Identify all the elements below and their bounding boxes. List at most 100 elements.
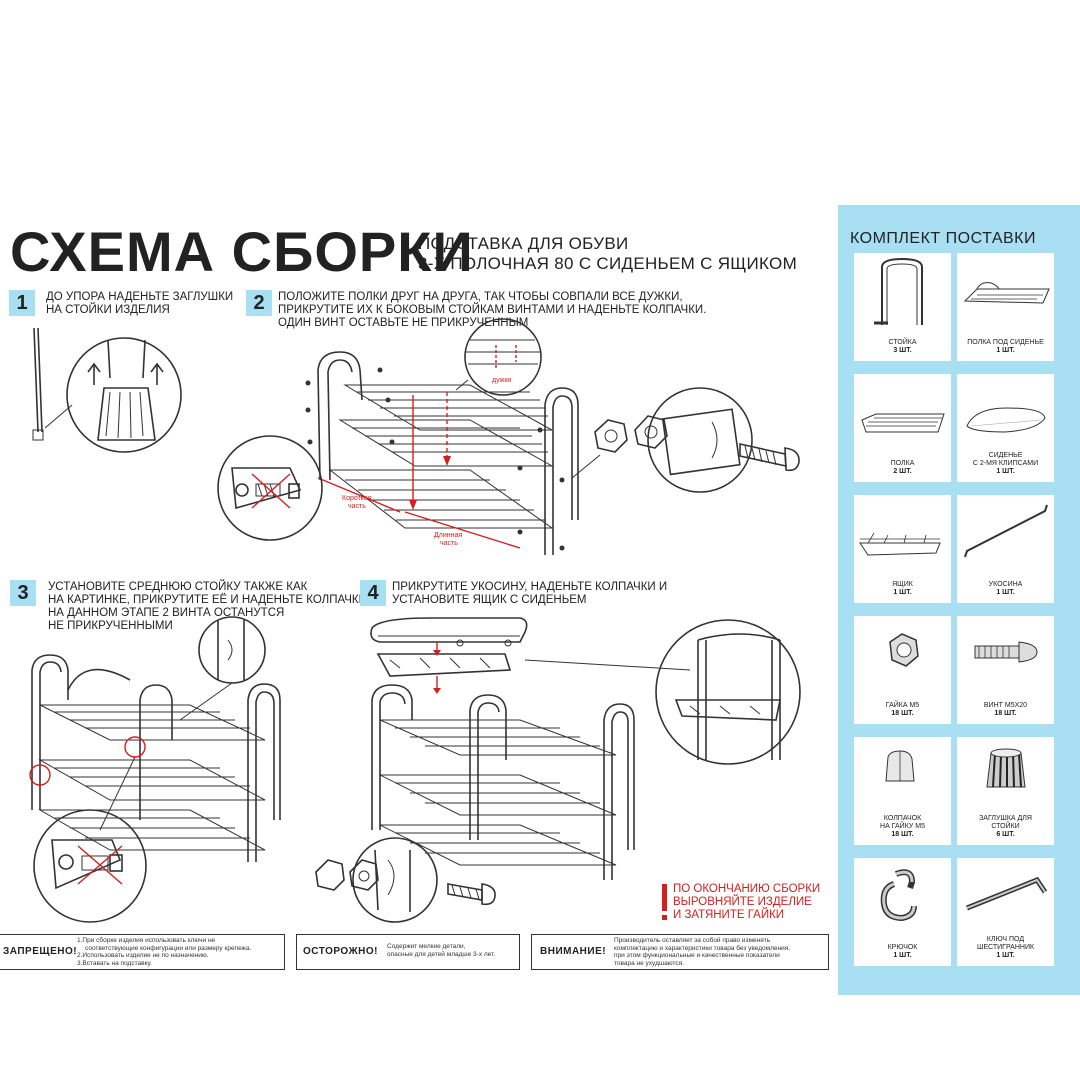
- cap-icon: [885, 750, 915, 782]
- step-4-number: 4: [360, 580, 386, 606]
- page-title: СХЕМА СБОРКИ: [10, 220, 474, 283]
- warning-caution-label: ОСТОРОЖНО!: [303, 946, 378, 957]
- kit-item-qty: 18 шт.: [994, 710, 1017, 717]
- kit-item-name: КРЮЧОК: [887, 944, 918, 951]
- kit-item-qty: 1 шт.: [996, 468, 1015, 475]
- step-1-number: 1: [9, 290, 35, 316]
- dujki-label: дужки: [492, 377, 511, 384]
- kit-item-name: СТОЙКИ: [991, 823, 1020, 830]
- seat-icon: [966, 407, 1046, 433]
- warning-line: соответствующие конфигурации или размеру…: [85, 944, 252, 952]
- nut-icon: [889, 633, 919, 667]
- step-2-text-line: ПРИКРУТИТЕ ИХ К БОКОВЫМ СТОЙКАМ ВИНТАМИ …: [278, 304, 707, 316]
- warning-line: Производитель оставляет за собой право и…: [614, 937, 771, 944]
- step-3-text-line: НА КАРТИНКЕ, ПРИКРУТИТЕ ЕЁ И НАДЕНЬТЕ КО…: [48, 594, 371, 606]
- warning-line: при этом функциональные и качественные п…: [614, 952, 780, 959]
- warning-line: 1.При сборке изделия использовать ключи …: [77, 937, 216, 944]
- warning-line: комплектацию и характеристики товара без…: [614, 944, 791, 952]
- warning-caution-text: Содержит мелкие детали, опасные для дете…: [387, 943, 495, 958]
- kit-item-name: ПОЛКА ПОД СИДЕНЬЕ: [967, 339, 1044, 346]
- final-note: ПО ОКОНЧАНИЮ СБОРКИ ВЫРОВНЯЙТЕ ИЗДЕЛИЕ И…: [673, 883, 820, 922]
- kit-item-name: ВИНТ М5х20: [983, 702, 1028, 709]
- step-4-text: ПРИКРУТИТЕ УКОСИНУ, НАДЕНЬТЕ КОЛПАЧКИ И …: [392, 581, 667, 607]
- long-part-label: Длинная: [434, 532, 462, 539]
- step-4-text-line: ПРИКРУТИТЕ УКОСИНУ, НАДЕНЬТЕ КОЛПАЧКИ И: [392, 581, 668, 593]
- kit-item-name: ЗАГЛУШКА ДЛЯ: [979, 815, 1032, 822]
- kit-item-name: ЯЩИК: [892, 581, 913, 588]
- kit-item-card: ВИНТ М5х2018 шт.: [957, 616, 1054, 724]
- kit-item-qty: 1 шт.: [996, 952, 1015, 959]
- kit-item-name: НА ГАЙКУ М5: [880, 823, 925, 830]
- kit-item-qty: 18 шт.: [891, 831, 914, 838]
- step-1-text: ДО УПОРА НАДЕНЬТЕ ЗАГЛУШКИ НА СТОЙКИ ИЗД…: [46, 291, 233, 317]
- step-3-text-line: НЕ ПРИКРУЧЕННЫМИ: [48, 620, 173, 632]
- product-subtitle: ПОДСТАВКА ДЛЯ ОБУВИ 3-Х ПОЛОЧНАЯ 80 С СИ…: [418, 234, 797, 274]
- leg-plug-icon: [986, 748, 1026, 788]
- step-3-text: УСТАНОВИТЕ СРЕДНЮЮ СТОЙКУ ТАКЖЕ КАК НА К…: [48, 581, 370, 633]
- screw-icon: [974, 641, 1038, 663]
- warning-notice-text: Производитель оставляет за собой право и…: [614, 937, 790, 967]
- kit-item-qty: 1 шт.: [893, 952, 912, 959]
- warning-line: товара не ухудшаются.: [614, 959, 684, 967]
- exclamation-icon: [662, 884, 667, 920]
- final-note-line: ВЫРОВНЯЙТЕ ИЗДЕЛИЕ: [673, 896, 812, 908]
- step-3-number: 3: [10, 580, 36, 606]
- kit-item-name: УКОСИНА: [988, 581, 1023, 588]
- warning-caution: ОСТОРОЖНО! Содержит мелкие детали, опасн…: [296, 934, 520, 970]
- final-note-line: И ЗАТЯНИТЕ ГАЙКИ: [673, 909, 785, 921]
- kit-item-name: ШЕСТИГРАННИК: [976, 944, 1035, 951]
- warning-notice-label: ВНИМАНИЕ!: [540, 946, 607, 957]
- step-2-text: ПОЛОЖИТЕ ПОЛКИ ДРУГ НА ДРУГА, ТАК ЧТОБЫ …: [278, 291, 706, 330]
- kit-item-name: КОЛПАЧОК: [883, 815, 922, 822]
- shelf-icon: [861, 413, 945, 433]
- step-3-text-line: УСТАНОВИТЕ СРЕДНЮЮ СТОЙКУ ТАКЖЕ КАК: [48, 581, 308, 593]
- kit-item-qty: 6 шт.: [996, 831, 1015, 838]
- kit-item-qty: 2 шт.: [893, 468, 912, 475]
- hex-key-icon: [966, 876, 1048, 911]
- seat-shelf-icon: [963, 282, 1050, 304]
- warning-forbidden-text: 1.При сборке изделия использовать ключи …: [77, 937, 251, 967]
- kit-item-name: ГАЙКА М5: [885, 702, 920, 709]
- kit-item-qty: 1 шт.: [893, 589, 912, 596]
- step-2-text-line: ОДИН ВИНТ ОСТАВЬТЕ НЕ ПРИКРУЧЕННЫМ: [278, 317, 529, 329]
- subtitle-line-1: ПОДСТАВКА ДЛЯ ОБУВИ: [418, 234, 629, 253]
- kit-item-name: ПОЛКА: [890, 460, 915, 467]
- step-1-text-line: ДО УПОРА НАДЕНЬТЕ ЗАГЛУШКИ: [46, 291, 234, 303]
- kit-item-name: С 2-МЯ КЛИПСАМИ: [972, 460, 1039, 467]
- short-part-label: часть: [348, 503, 366, 510]
- stand-icon: [874, 257, 923, 325]
- step-2-number: 2: [246, 290, 272, 316]
- warning-line: опасные для детей младше 3-х лет.: [387, 950, 496, 958]
- kit-item-qty: 3 шт.: [893, 347, 912, 354]
- subtitle-line-2: 3-Х ПОЛОЧНАЯ 80 С СИДЕНЬЕМ С ЯЩИКОМ: [418, 254, 798, 273]
- kit-item-qty: 1 шт.: [996, 589, 1015, 596]
- kit-item-name: КЛЮЧ ПОД: [986, 936, 1025, 943]
- kit-item-name: СТОЙКА: [888, 339, 917, 346]
- step-3-text-line: НА ДАННОМ ЭТАПЕ 2 ВИНТА ОСТАНУТСЯ: [48, 607, 285, 619]
- warning-line: 2.Использовать изделие не по назначению.: [77, 952, 209, 959]
- warning-line: 3.Вставать на подставку.: [77, 959, 152, 967]
